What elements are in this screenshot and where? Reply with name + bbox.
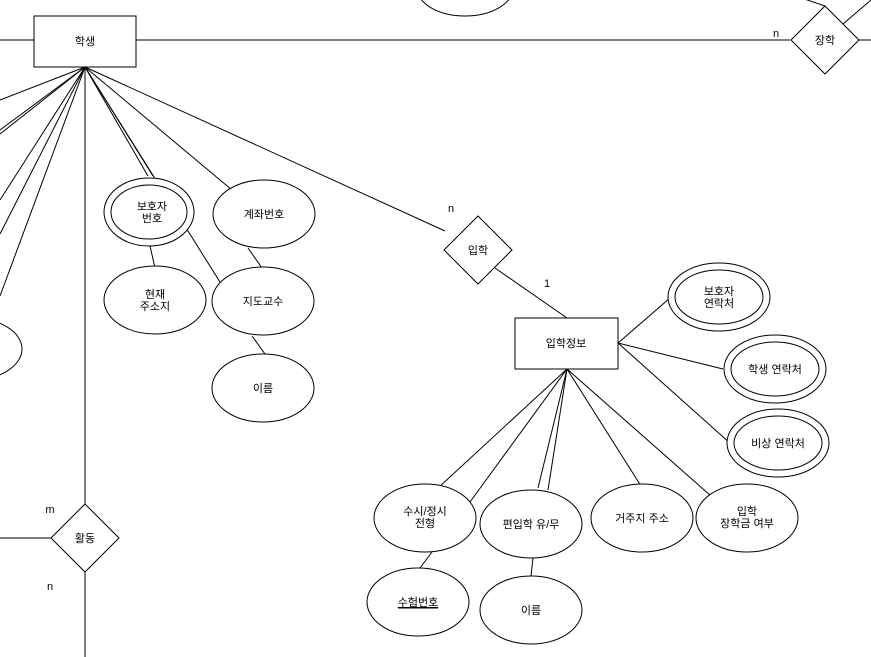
line-fan-5: [0, 66, 86, 235]
partial-attribute-top: [421, 0, 509, 17]
attribute-admission-scholarship[interactable]: 입학 장학금 여부: [695, 483, 799, 553]
line-guardian-address: [149, 245, 156, 269]
entity-admission-info-label: 입학정보: [546, 337, 586, 350]
attribute-admission-type-line1: 수시/정시: [403, 505, 447, 518]
line-fan-4: [0, 66, 86, 201]
line-info-admission-type: [437, 368, 568, 489]
attribute-guardian-number[interactable]: 보호자 번호: [103, 177, 195, 247]
entity-student-label: 학생: [75, 35, 95, 48]
line-fan-3: [0, 66, 86, 135]
attribute-name-label: 이름: [521, 604, 541, 617]
line-info-residence: [566, 368, 642, 487]
attribute-admission-scholarship-line2: 장학금 여부: [720, 517, 774, 530]
attribute-student-contact[interactable]: 학생 연락처: [723, 334, 827, 404]
relationship-scholarship[interactable]: 장학: [790, 5, 860, 75]
attribute-admission-type[interactable]: 수시/정시 전형: [373, 483, 477, 553]
line-fan-2: [0, 66, 86, 131]
line-student-account: [84, 66, 233, 191]
line-student-advisor: [84, 66, 221, 283]
attribute-current-address-line1: 현재: [145, 288, 165, 301]
cardinality-student-admission: n: [448, 203, 454, 215]
line-transfer-name: [530, 557, 534, 577]
attribute-guardian-contact-line1: 보호자: [704, 285, 734, 298]
attribute-advisor-label: 지도교수: [243, 295, 283, 308]
line-info-emergency-contact: [617, 342, 732, 445]
line-fan-6: [0, 66, 86, 297]
line-info-transfer: [537, 368, 568, 489]
line-student-guardian: [84, 66, 149, 177]
attribute-emergency-contact[interactable]: 비상 연락처: [726, 408, 830, 478]
partial-attribute-left: [0, 322, 23, 376]
line-scholarship-up-right: [842, 0, 871, 25]
line-scholarship-up-left: [805, 0, 826, 7]
attribute-advisor-name[interactable]: 이름: [211, 353, 315, 423]
attribute-admission-type-line2: 전형: [415, 517, 435, 530]
line-type-exam-number: [419, 551, 433, 569]
relationship-scholarship-label: 장학: [815, 34, 835, 47]
line-advisor-name: [251, 335, 266, 355]
attribute-guardian-number-line1: 보호자: [137, 200, 167, 213]
relationship-activity[interactable]: 활동: [50, 503, 120, 573]
attribute-residence-address[interactable]: 거주지 주소: [590, 483, 694, 553]
attribute-guardian-contact-line2: 연락처: [704, 297, 734, 310]
line-info-admission-type-2: [469, 368, 568, 503]
line-student-admission: [84, 66, 446, 232]
cardinality-activity-top: m: [45, 504, 54, 516]
entity-student[interactable]: 학생: [33, 15, 137, 68]
attribute-advisor[interactable]: 지도교수: [211, 266, 315, 336]
cardinality-student-scholarship: n: [773, 28, 779, 40]
attribute-exam-number[interactable]: 수험번호: [366, 567, 470, 637]
entity-admission-info[interactable]: 입학정보: [514, 317, 619, 370]
relationship-admission[interactable]: 입학: [443, 215, 513, 285]
attribute-student-contact-label: 학생 연락처: [748, 363, 802, 376]
cardinality-activity-bottom: n: [47, 581, 53, 593]
cardinality-admission-info: 1: [544, 278, 550, 290]
attribute-residence-address-label: 거주지 주소: [615, 512, 669, 525]
line-fan-1: [0, 66, 86, 101]
line-account-advisor: [247, 247, 263, 269]
line-admission-info: [494, 267, 568, 319]
attribute-current-address-line2: 주소지: [140, 300, 170, 313]
attribute-transfer[interactable]: 편입학 유/무: [479, 489, 583, 559]
attribute-advisor-name-label: 이름: [253, 382, 273, 395]
attribute-current-address[interactable]: 현재 주소지: [103, 265, 207, 335]
attribute-name[interactable]: 이름: [479, 575, 583, 645]
attribute-account-number[interactable]: 계좌번호: [212, 179, 316, 249]
attribute-admission-scholarship-line1: 입학: [737, 505, 757, 518]
attribute-account-number-label: 계좌번호: [244, 208, 284, 221]
attribute-emergency-contact-label: 비상 연락처: [751, 437, 805, 450]
attribute-exam-number-label: 수험번호: [398, 596, 438, 609]
attribute-guardian-number-line2: 번호: [142, 212, 162, 225]
relationship-activity-label: 활동: [75, 531, 95, 545]
line-info-scholarship: [566, 368, 712, 497]
line-info-student-contact: [617, 342, 724, 370]
attribute-transfer-label: 편입학 유/무: [503, 518, 560, 531]
relationship-admission-label: 입학: [468, 244, 488, 257]
line-info-transfer-2: [547, 368, 568, 491]
attribute-guardian-contact[interactable]: 보호자 연락처: [667, 262, 771, 332]
line-info-guardian-contact: [617, 297, 671, 344]
